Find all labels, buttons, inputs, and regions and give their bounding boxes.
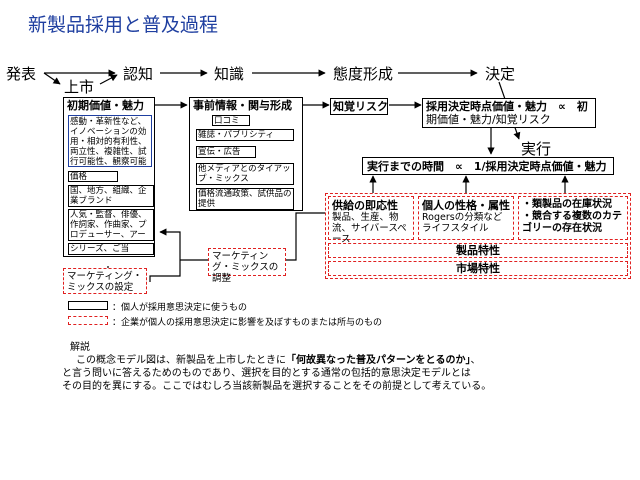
prior-info-item: 他メディアとのタイアップ・ミックス: [196, 163, 294, 185]
legend-dashed-label: ：企業が個人の採用意思決定に影響を及ぼすものまたは所与のもの: [112, 318, 383, 328]
prior-info-heading: 事前情報・関与形成: [193, 99, 292, 112]
explanation-heading: 解説: [70, 342, 90, 353]
explanation-line3: その目的を異にする。ここではむしろ当該新製品を選択することをその前提として考えて…: [62, 381, 492, 392]
country-brand-label: 国、地方、組織、企業ブランド: [68, 185, 154, 207]
marketing-mix-setting: マーケティング・ミックスの設定: [63, 268, 147, 294]
prior-info-item: 口コミ: [212, 115, 250, 126]
perceived-risk-box: 知覚リスク: [330, 98, 388, 115]
marketing-mix-adjust: マーケティング・ミックスの調整: [208, 248, 286, 284]
flow-knowledge: 知識: [214, 65, 245, 83]
flow-recognition: 認知: [123, 65, 154, 83]
legend-solid-label: ：個人が採用意思決定に使うもの: [112, 303, 248, 313]
people-label: 人気・監督、俳優、作詞家、作曲家、プロデューサー、アーチスト: [68, 209, 154, 241]
decision-value-box: 採用決定時点価値・魅力 ∝ 初 期価値・魅力/知覚リスク: [422, 98, 596, 128]
explanation-line1: この概念モデル図は、新製品を上市したときに「何故異なった普及パターンをとるのか」…: [76, 354, 481, 367]
personal-heading: 個人の性格・属性: [422, 199, 510, 212]
decision-value-line2: 期価値・魅力/知覚リスク: [426, 113, 551, 126]
flow-launch: 上市: [64, 78, 95, 96]
series-label: シリーズ、ご当: [68, 243, 154, 255]
category-line1: ・類製品の在庫状況: [522, 199, 612, 210]
execution-time-box: 実行までの時間 ∝ 1/採用決定時点価値・魅力: [362, 157, 614, 175]
prior-info-box: 事前情報・関与形成 口コミ 雑誌・パブリシティ 宣伝・広告 他メディアとのタイア…: [189, 97, 303, 211]
prior-info-item: 価格流通政策、試供品の提供: [196, 188, 294, 210]
product-characteristics: 製品特性: [328, 243, 628, 258]
price-label: 価格: [68, 171, 118, 182]
initial-value-box: 初期価値・魅力 感動・革新性など、イノベーションの効用・相対的有利性、両立性、複…: [63, 97, 155, 257]
flow-attitude: 態度形成: [333, 65, 394, 83]
market-characteristics: 市場特性: [328, 261, 628, 276]
legend-solid-swatch: [68, 301, 108, 310]
supply-text: 製品、生産、物流、サイバースペース: [332, 212, 407, 245]
prior-info-item: 宣伝・広告: [196, 146, 256, 158]
explanation-line1-a: この概念モデル図は、新製品を上市したときに: [76, 355, 286, 366]
legend-dashed-swatch: [68, 316, 108, 325]
supply-responsiveness-box: 供給の即応性 製品、生産、物流、サイバースペース: [328, 196, 414, 245]
supply-heading: 供給の即応性: [332, 199, 398, 212]
initial-value-heading: 初期価値・魅力: [67, 99, 144, 112]
explanation-line1-b: 「何故異なった普及パターンをとるのか」: [286, 355, 471, 366]
decision-value-line1: 採用決定時点価値・魅力 ∝ 初: [426, 100, 588, 113]
flow-execution: 実行: [521, 140, 552, 158]
personal-text: Rogersの分類などライフスタイル: [422, 212, 503, 234]
page-title: 新製品採用と普及過程: [28, 14, 219, 36]
flow-decision: 決定: [485, 65, 516, 83]
category-status-box: ・類製品の在庫状況 ・競合する複数のカテゴリーの存在状況: [518, 196, 628, 240]
flow-announce: 発表: [6, 65, 37, 83]
explanation-line1-c: 、: [470, 355, 481, 366]
prior-info-item: 雑誌・パブリシティ: [196, 129, 294, 141]
category-line2: ・競合する複数のカテゴリーの存在状況: [522, 211, 622, 234]
explanation-line2: と言う問いに答えるためのものであり、選択を目的とする通常の包括的意思決定モデルと…: [62, 368, 471, 379]
innovation-attributes: 感動・革新性など、イノベーションの効用・相対的有利性、両立性、複雑性、試行可能性…: [68, 115, 152, 167]
personal-attributes-box: 個人の性格・属性 Rogersの分類などライフスタイル: [418, 196, 514, 240]
